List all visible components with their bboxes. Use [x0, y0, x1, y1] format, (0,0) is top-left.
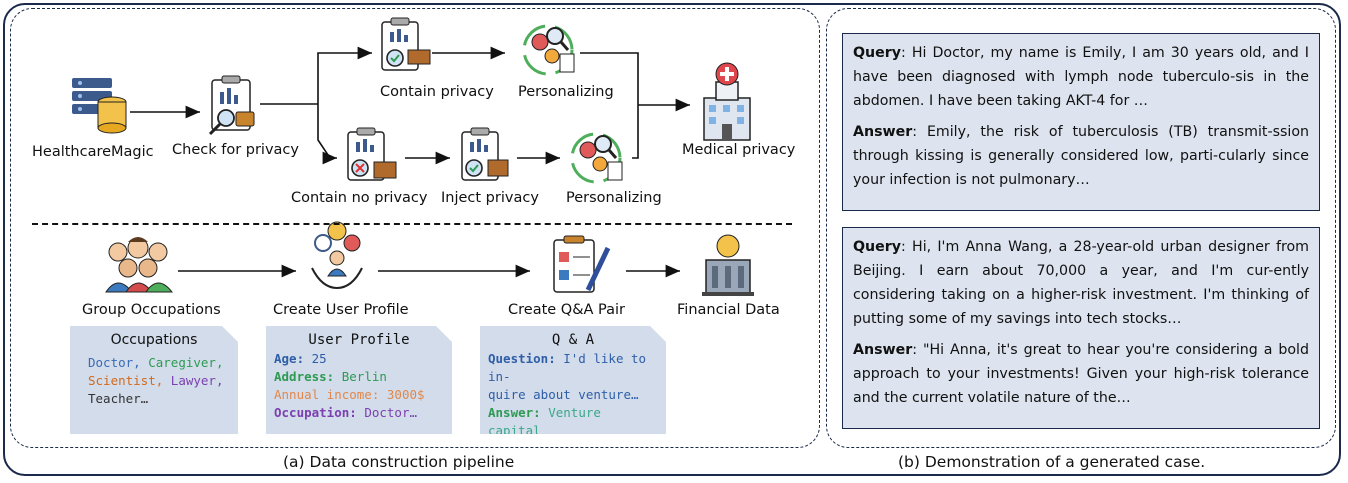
label-create-qa-pair: Create Q&A Pair — [508, 302, 626, 318]
demo-panel — [826, 8, 1336, 448]
occupations-note-title: Occupations — [110, 332, 198, 348]
occupations-note: Occupations Doctor, Caregiver, Scientist… — [70, 326, 238, 434]
profile-age-key: Age: — [274, 351, 305, 366]
label-check-privacy: Check for privacy — [172, 142, 299, 158]
label-create-user-profile: Create User Profile — [273, 302, 409, 318]
figure-frame — [3, 3, 1341, 476]
user-profile-note: User Profile Age: 25 Address: Berlin Ann… — [266, 326, 452, 434]
gears-cycle-icon — [522, 24, 575, 76]
label-healthcaremagic: HealthcareMagic — [32, 144, 154, 160]
label-personalizing-bottom: Personalizing — [566, 190, 662, 206]
profile-occupation-key: Occupation: — [274, 405, 357, 420]
label-inject-privacy: Inject privacy — [441, 190, 539, 206]
label-contain-privacy: Contain privacy — [380, 84, 494, 100]
label-group-occupations: Group Occupations — [82, 302, 221, 318]
section-divider — [32, 223, 792, 225]
caption-b: (b) Demonstration of a generated case. — [898, 453, 1206, 471]
qa-question-key: Question: — [488, 351, 556, 366]
case1-answer-key: Answer — [853, 124, 913, 140]
clipboard-cross-icon — [347, 127, 397, 181]
people-group-icon — [105, 237, 174, 293]
case-medical-box: Query: Hi Doctor, my name is Emily, I am… — [842, 33, 1320, 211]
label-contain-no-privacy: Contain no privacy — [291, 190, 428, 206]
case2-query-key: Query — [853, 239, 902, 255]
qa-question-line1: I'd like to in- — [488, 351, 647, 384]
clipboard-check-icon — [381, 17, 431, 71]
occupation-teacher: Teacher… — [88, 391, 149, 406]
profile-income-value: 3000$ — [386, 387, 425, 402]
occupation-caregiver: Caregiver, — [148, 355, 224, 370]
pipeline-panel — [10, 8, 820, 448]
label-medical-privacy: Medical privacy — [682, 142, 796, 158]
qa-question-line2: quire about venture… — [488, 387, 639, 402]
profile-occupation-value: Doctor… — [364, 405, 418, 420]
profile-age-value: 25 — [311, 351, 327, 366]
qa-form-icon — [553, 235, 611, 293]
label-personalizing-top: Personalizing — [518, 84, 614, 100]
profile-address-key: Address: — [274, 369, 335, 384]
case1-answer-text: : Emily, the risk of tuberculosis (TB) t… — [853, 124, 1309, 188]
bank-building-icon — [702, 234, 754, 296]
caption-a: (a) Data construction pipeline — [283, 453, 515, 471]
case1-query-key: Query — [853, 45, 902, 61]
user-profile-note-title: User Profile — [308, 332, 410, 348]
clipboard-magnifier-icon — [208, 75, 255, 136]
case2-query-text: : Hi, I'm Anna Wang, a 28-year-old urban… — [853, 239, 1309, 327]
occupation-doctor: Doctor, — [88, 355, 149, 370]
case2-answer-key: Answer — [853, 342, 913, 358]
occupation-lawyer: Lawyer, — [170, 373, 224, 388]
profile-income-key: Annual income: — [274, 387, 380, 402]
profile-address-value: Berlin — [341, 369, 387, 384]
qa-note-title: Q & A — [551, 332, 595, 348]
label-financial-data: Financial Data — [677, 302, 780, 318]
occupation-scientist: Scientist, — [88, 373, 171, 388]
case2-answer-text: : "Hi Anna, it's great to hear you're co… — [853, 342, 1309, 406]
hospital-icon — [703, 62, 751, 141]
qa-answer-key: Answer: — [488, 405, 541, 420]
case-financial-box: Query: Hi, I'm Anna Wang, a 28-year-old … — [842, 227, 1320, 429]
qa-note: Q & A Question: I'd like to in- quire ab… — [480, 326, 666, 434]
case1-query-text: : Hi Doctor, my name is Emily, I am 30 y… — [853, 45, 1309, 109]
gears-cycle-icon — [570, 132, 623, 184]
clipboard-check-icon — [461, 127, 509, 181]
database-icon — [72, 78, 127, 134]
user-profile-hands-icon — [311, 221, 363, 290]
